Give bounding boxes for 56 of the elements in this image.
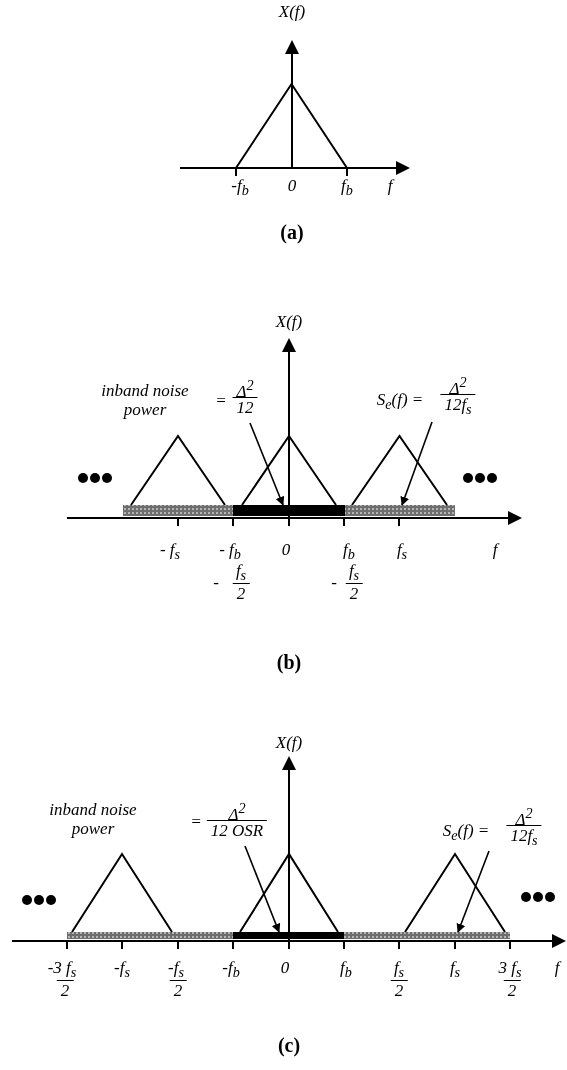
tick-label: -3 f$_{s}$ [47,958,77,983]
tick-label: -f$_{b}$ [231,176,249,201]
noise-band [67,932,233,939]
tick-label: f$_{b}$ [343,540,355,564]
leader-arrow [400,421,433,506]
axis-label: X(f) [278,2,306,22]
tick-label: 3 f$_{s}$ [498,958,522,983]
axis-label: f [387,176,393,196]
fraction-denominator: 2 [390,980,408,1001]
tick-label: 0 [280,958,290,978]
minus-sign: - [213,573,219,593]
annotation-text: S$_{e}$(f) = [376,390,424,415]
axis-label: f [492,540,498,560]
panel-label: (c) [277,1035,301,1055]
equals-sign: = [215,391,227,411]
tick-label: - f$_{b}$ [219,540,241,564]
fraction-denominator: 2 [345,583,363,604]
tick-label: -f$_{s}$ [168,958,184,983]
panel-label: (a) [280,222,304,242]
tick-label: f$_{s}$ [396,540,408,565]
tick-label: f$_{b}$ [341,176,353,201]
equals-sign: = [190,812,202,832]
fraction-denominator: 2 [503,980,521,1001]
tick-label: f$_{s}$ [449,958,461,983]
noise-band [233,932,344,939]
tick-label: -f$_{b}$ [222,958,240,983]
tick-label: 0 [287,176,297,196]
leader-arrow [249,422,285,506]
fraction-denominator: 12 OSR [206,820,268,841]
noise-band [123,505,233,516]
noise-band [345,505,455,516]
annotation-text: inband noise power [48,800,138,838]
annotation-text: S$_{e}$(f) = [442,821,490,846]
fraction-denominator: 12f$_{s}$ [506,825,542,851]
panel-label: (b) [276,652,302,672]
fraction-denominator: 12f$_{s}$ [440,394,476,420]
axis-label: f [554,958,560,978]
tick-label: f$_{b}$ [340,958,352,983]
leader-arrow [244,845,281,933]
tick-label: f$_{s}$ [348,561,360,586]
leader-arrow [456,850,490,933]
axis-label: X(f) [275,733,303,753]
minus-sign: - [331,573,337,593]
tick-label: f$_{s}$ [235,561,247,586]
fraction-denominator: 2 [232,583,250,604]
noise-band [344,932,510,939]
fraction-denominator: 2 [169,980,187,1001]
tick-label: 0 [281,540,291,560]
annotation-text: inband noise power [100,381,190,419]
fraction-denominator: 12 [232,397,258,418]
noise-band [233,505,345,516]
tick-label: - f$_{s}$ [159,540,181,565]
fraction-denominator: 2 [56,980,74,1001]
axis-label: X(f) [275,312,303,332]
tick-label: f$_{s}$ [393,958,405,983]
tick-label: -f$_{s}$ [114,958,130,983]
